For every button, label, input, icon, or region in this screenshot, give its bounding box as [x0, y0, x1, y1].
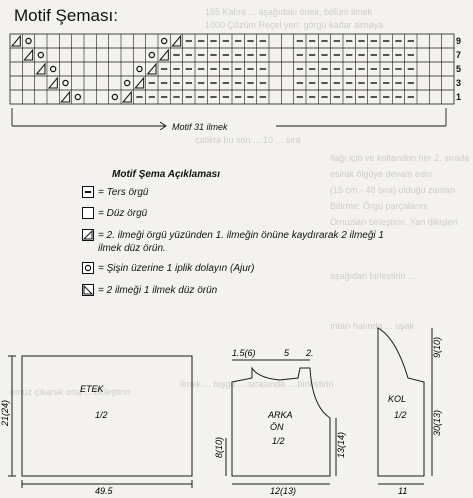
- arka-sub: ÖN: [270, 422, 284, 432]
- yarn-over-circle-icon: [74, 93, 82, 101]
- arka-left-height: 8(10): [214, 437, 224, 458]
- legend-item-text: = Düz örgü: [98, 208, 148, 219]
- row-number: 7: [456, 50, 462, 60]
- row-number: 1: [456, 92, 462, 102]
- yarn-over-circle-icon: [62, 79, 69, 87]
- left-slant-decrease-icon: [146, 62, 157, 75]
- yarn-over-circle-icon: [49, 65, 57, 73]
- arka-on-piece: [231, 366, 331, 477]
- left-slant-decrease-icon: [10, 34, 21, 47]
- arka-fraction: 1/2: [272, 436, 285, 446]
- yarn-over-circle-icon: [160, 37, 168, 45]
- row-number: 3: [456, 78, 462, 88]
- etek-fraction: 1/2: [95, 410, 108, 420]
- arka-top-left: 1.5(6): [232, 348, 256, 358]
- empty-square-icon: [82, 207, 94, 219]
- kol-fraction: 1/2: [394, 410, 407, 420]
- etek-piece: [21, 355, 193, 477]
- right-slant-decrease-icon: [82, 284, 94, 296]
- chart-grid: [9, 33, 455, 131]
- dash-square-icon: [82, 186, 94, 198]
- left-slant-decrease-icon: [134, 76, 145, 89]
- arka-top-mid: 5: [284, 348, 290, 358]
- yarn-over-circle-icon: [37, 51, 45, 59]
- etek-label: ETEK: [80, 384, 105, 394]
- left-slant-decrease-icon: [35, 62, 46, 75]
- legend-item-text: = Şişin üzerine 1 iplik dolayın (Ajur): [98, 263, 255, 274]
- arka-top-right: 2.: [305, 348, 314, 358]
- arka-right-height: 13(14): [336, 432, 346, 458]
- yarn-over-circle-icon: [148, 51, 156, 59]
- pattern-sketches: ETEK 1/2 21(24) 49.5 ARKA ÖN 1/2 1.5(6) …: [0, 327, 442, 496]
- kol-piece: [377, 327, 425, 477]
- left-slant-decrease-icon: [23, 48, 34, 61]
- arka-label: ARKA: [267, 410, 293, 420]
- yarn-over-circle-icon: [123, 79, 131, 87]
- left-slant-decrease-icon: [82, 229, 94, 241]
- motif-label: Motif 31 ilmek: [172, 122, 228, 132]
- etek-height: 21(24): [0, 400, 10, 427]
- legend-title: Motif Şema Açıklaması: [112, 169, 221, 180]
- kol-bottom: 11: [398, 486, 407, 496]
- legend-item-text: = 2 ilmeği 1 ilmek düz örün: [98, 285, 218, 296]
- legend-item-text: = 2. ilmeği örgü yüzünden 1. ilmeğin önü…: [98, 230, 384, 254]
- left-slant-decrease-icon: [121, 90, 132, 103]
- yarn-over-circle-icon: [111, 93, 119, 101]
- left-slant-decrease-icon: [47, 76, 58, 89]
- motif-chart: [6, 30, 466, 135]
- legend-item-text: = Ters örgü: [98, 187, 149, 198]
- left-slant-decrease-icon: [158, 48, 169, 61]
- yarn-over-circle-icon: [136, 65, 143, 73]
- kol-label: KOL: [388, 394, 406, 404]
- kol-side-height: 30(13): [432, 410, 442, 436]
- yarn-over-circle-icon: [25, 37, 32, 45]
- kol-top-height: 9(10): [432, 337, 442, 358]
- left-slant-decrease-icon: [171, 34, 182, 47]
- etek-width: 49.5: [95, 486, 114, 496]
- row-number: 5: [456, 64, 462, 74]
- yarn-over-circle-icon: [82, 262, 94, 274]
- page-title: Motif Şeması:: [14, 6, 118, 25]
- row-number: 9: [456, 36, 462, 46]
- arka-bottom: 12(13): [270, 486, 296, 496]
- left-slant-decrease-icon: [60, 90, 71, 103]
